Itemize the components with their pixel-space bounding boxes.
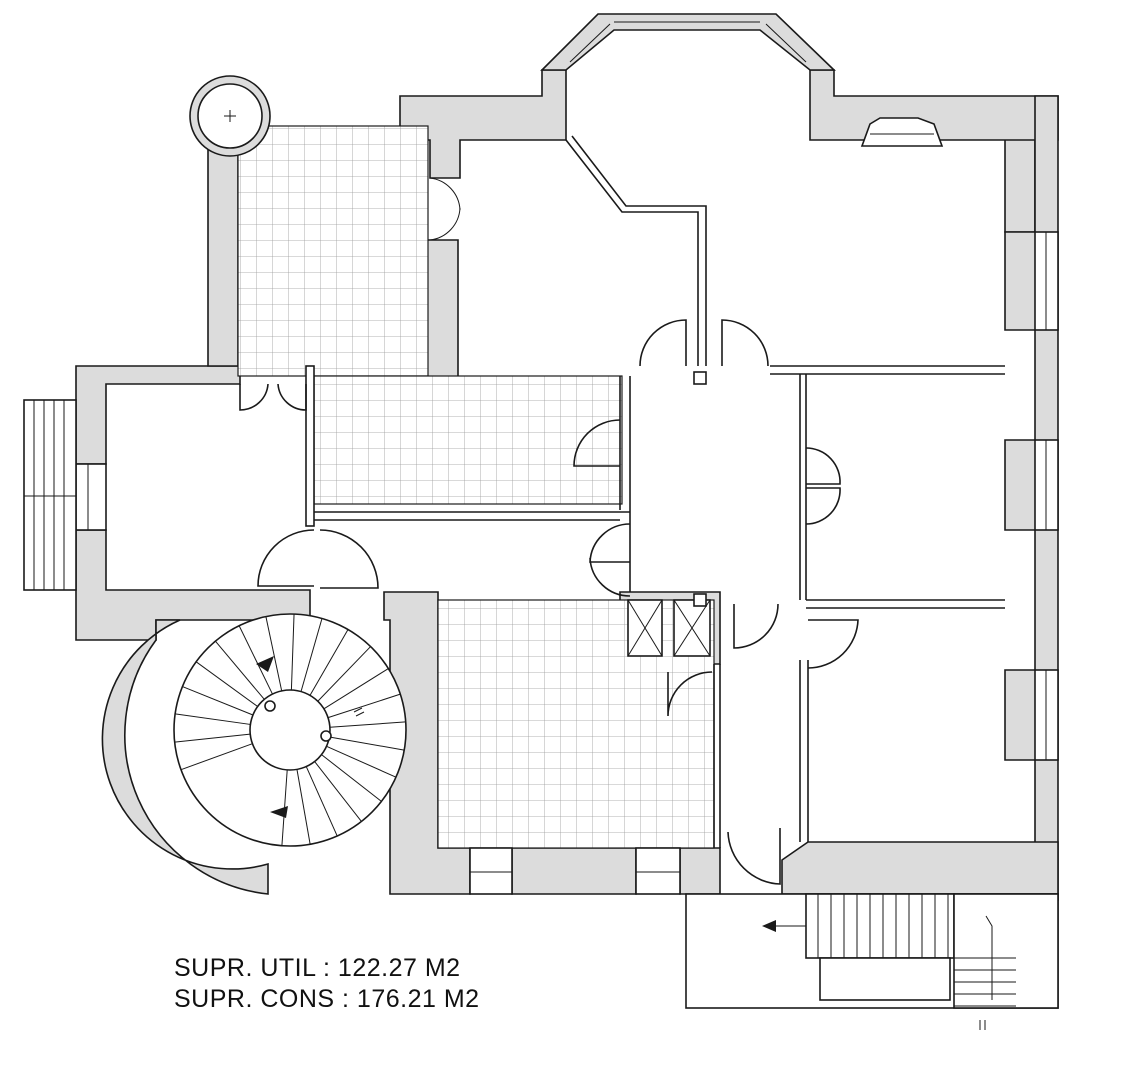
stair-tread [195,661,258,707]
stair-treads [174,614,406,846]
doors [239,177,859,885]
spiral-staircase [173,613,407,847]
bathroom-tiles [313,375,623,505]
stair-tread [174,733,251,743]
stair-tread [215,640,265,700]
stair-tread [323,668,389,710]
stair-tread [305,766,338,837]
stair-tread [300,618,323,692]
stair-tread [175,713,251,725]
stair-tread [182,686,254,716]
service-shafts [627,371,711,657]
south-stair-treads [817,894,1016,1007]
stair-tread [317,646,371,702]
south-exterior-stair [685,893,1059,1030]
stair-tread [290,614,295,691]
interior-partitions [305,135,1005,848]
terrace-north-tiles [237,125,429,377]
column-icon [189,75,271,157]
stair-arrow-icon-south [762,920,776,932]
north-bay-window [540,13,836,71]
stair-tread [309,629,349,696]
useful-area-label: SUPR. UTIL : 122.27 M2 [174,954,461,982]
stair-tread [326,745,397,778]
kitchen-tiles [437,599,715,849]
stair-tread [238,625,273,695]
stair-tread [265,616,283,691]
stair-tread [314,761,362,822]
stair-tread [321,754,382,802]
west-steps [23,399,77,591]
tiled-floors [237,125,807,1001]
built-area-label: SUPR. CONS : 176.21 M2 [174,985,480,1013]
stair-tread [329,721,406,728]
stair-arrow-icon-lower [270,806,288,818]
stair-arrow-icon [256,656,274,672]
stair-tread [327,693,401,719]
fireplace-icon [860,117,944,147]
stair-tread [296,769,311,845]
stair-tread [329,736,405,751]
stair-tread [180,743,253,771]
windows [75,231,1059,895]
